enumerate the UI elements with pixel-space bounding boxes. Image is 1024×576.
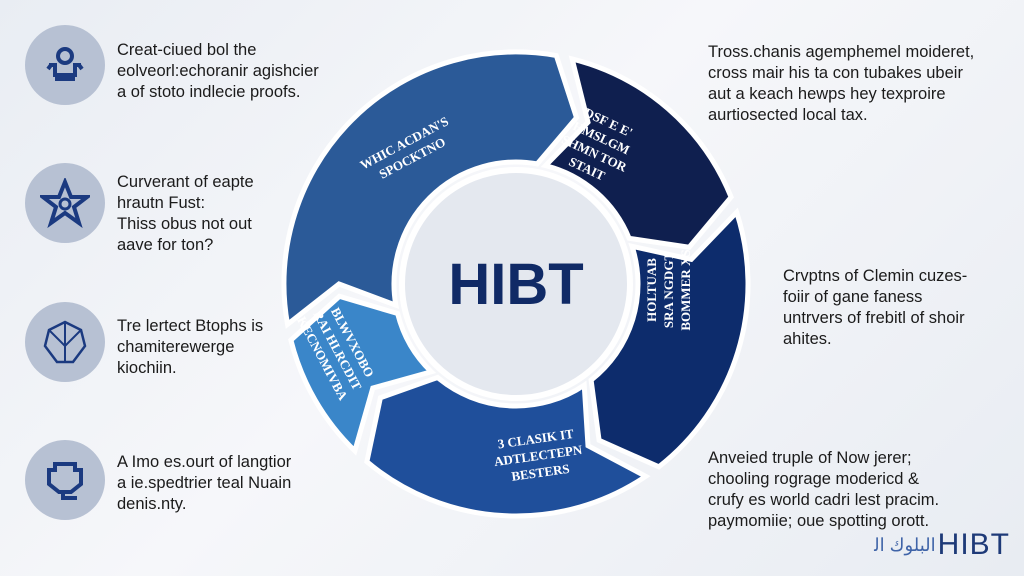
description-line: a of stoto indlecie proofs. bbox=[117, 83, 301, 101]
description-line: foiir of gane faness bbox=[783, 288, 923, 306]
hibt-logo: ﺍﻟﺒﻠﻮﻙ ﺍﻟ HIBT bbox=[874, 528, 1010, 562]
description-line: Tre lertect Btophs is bbox=[117, 317, 264, 335]
description-line: A Imo es.ourt of langtior bbox=[117, 453, 292, 471]
left-description: Curverant of eapte hrautn Fust: Thiss obus… bbox=[117, 172, 254, 256]
description-line: eolveorl:echoranir agishcier bbox=[117, 62, 319, 80]
shield-hexagon-icon bbox=[25, 302, 105, 382]
description-line: aurtiosected local tax. bbox=[708, 106, 868, 124]
cycle-segment bbox=[288, 293, 437, 456]
description-line: Curverant of eapte bbox=[117, 173, 254, 191]
description-line: crufy es world cadri lest pracim. bbox=[708, 491, 940, 509]
description-line: chamiterewerge bbox=[117, 338, 235, 356]
left-description: Creat-ciued bol the eolveorl:echoranir ag… bbox=[117, 40, 319, 103]
cycle-segment bbox=[588, 207, 751, 470]
segment-label-line: HOLTUAB bbox=[644, 258, 659, 322]
center-label: HIBT bbox=[448, 252, 583, 317]
description-line: ahites. bbox=[783, 330, 832, 348]
description-line: Crvptns of Clemin cuzes- bbox=[783, 267, 968, 285]
cycle-segment bbox=[540, 55, 734, 250]
description-line: denis.nty. bbox=[117, 495, 187, 513]
description-line: hrautn Fust: bbox=[117, 194, 206, 212]
description-line: kiochiin. bbox=[117, 359, 177, 377]
cycle-segment bbox=[281, 49, 580, 329]
description-line: a ie.spedtrier teal Nuain bbox=[117, 474, 292, 492]
segment-label-line: SRA NGDGT bbox=[661, 252, 676, 329]
left-description: Tre lertect Btophs is chamiterewerge kioch… bbox=[117, 316, 263, 379]
description-line: Thiss obus not out bbox=[117, 215, 252, 233]
description-line: Tross.chanis agemphemel moideret, bbox=[708, 43, 975, 61]
description-line: untrvers of frebitl of shoir bbox=[783, 309, 965, 327]
description-line: Creat-ciued bol the bbox=[117, 41, 257, 59]
description-line: paymomiie; oue spotting orott. bbox=[708, 512, 930, 530]
star-icon bbox=[25, 163, 105, 243]
right-description: Tross.chanis agemphemel moideret, cross m… bbox=[708, 42, 974, 126]
bag-icon bbox=[25, 440, 105, 520]
logo-script: ﺍﻟﺒﻠﻮﻙ ﺍﻟ bbox=[874, 534, 936, 555]
logo-text: HIBT bbox=[937, 528, 1010, 561]
right-description: Anveied truple of Now jerer; chooling rog… bbox=[708, 448, 939, 532]
description-line: aut a keach hewps hey texproire bbox=[708, 85, 946, 103]
description-line: aave for ton? bbox=[117, 236, 214, 254]
description-line: chooling rograge modericd & bbox=[708, 470, 919, 488]
cycle-segment bbox=[364, 374, 651, 519]
left-description: A Imo es.ourt of langtior a ie.spedtrier … bbox=[117, 452, 291, 515]
description-line: cross mair his ta con tubakes ubeir bbox=[708, 64, 963, 82]
segment-label-line: BOMMER XS bbox=[678, 249, 693, 330]
gear-stand-icon bbox=[25, 25, 105, 105]
description-line: Anveied truple of Now jerer; bbox=[708, 449, 912, 467]
center-circle bbox=[399, 167, 633, 401]
right-description: Crvptns of Clemin cuzes-foiir of gane fa… bbox=[783, 266, 967, 350]
